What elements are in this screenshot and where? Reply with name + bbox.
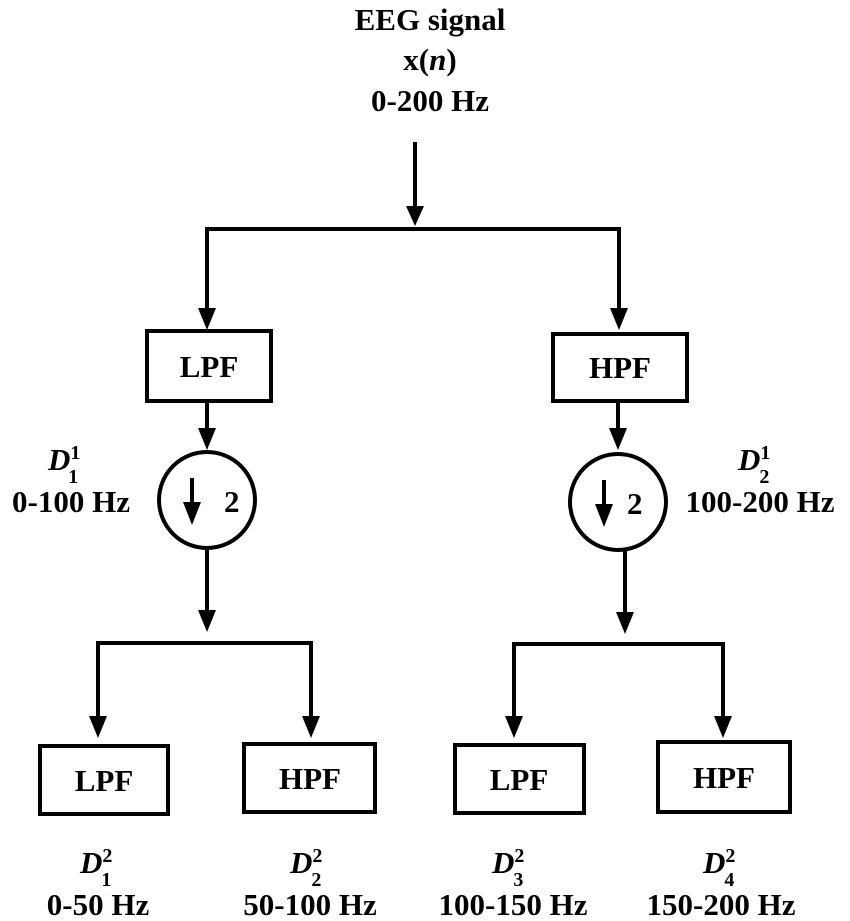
level1-lpf-box <box>145 329 273 403</box>
level2-band-1: 0-50 Hz <box>47 887 150 921</box>
level2-band-3: 100-150 Hz <box>439 887 588 921</box>
level1-hpf-box <box>551 332 689 403</box>
downsample-arrow-icon <box>183 478 201 525</box>
level2-left-wiring <box>89 641 320 738</box>
level2-lpf-box-1 <box>38 744 170 816</box>
level1-left-band: 0-100 Hz <box>12 484 130 519</box>
level2-hpf-box-4 <box>656 740 792 814</box>
level2-filter-label-3: LPF <box>490 762 549 797</box>
level1-right-downsample-factor: 2 <box>627 486 643 521</box>
downsample-arrow-icon <box>595 480 613 527</box>
level2-band-2: 50-100 Hz <box>243 887 377 921</box>
level2-lpf-box-3 <box>453 743 586 815</box>
level2-right-wiring <box>505 642 732 738</box>
level2-filter-label-1: LPF <box>75 763 134 798</box>
level1-right-downsampler <box>568 452 668 552</box>
level2-hpf-box-2 <box>242 742 377 814</box>
level2-band-4: 150-200 Hz <box>647 887 796 921</box>
input-signal: x(n) <box>403 42 456 77</box>
level2-filter-label-4: HPF <box>693 760 755 795</box>
input-band: 0-200 Hz <box>371 83 489 118</box>
level2-filter-label-2: HPF <box>279 761 341 796</box>
level1-left-downsample-factor: 2 <box>224 484 240 519</box>
level1-left-downsampler <box>157 450 257 550</box>
top-wiring <box>198 142 628 330</box>
input-title: EEG signal <box>355 2 506 37</box>
level1-lpf-label: LPF <box>180 349 239 384</box>
level1-right-band: 100-200 Hz <box>686 484 835 519</box>
level1-hpf-label: HPF <box>589 350 651 385</box>
